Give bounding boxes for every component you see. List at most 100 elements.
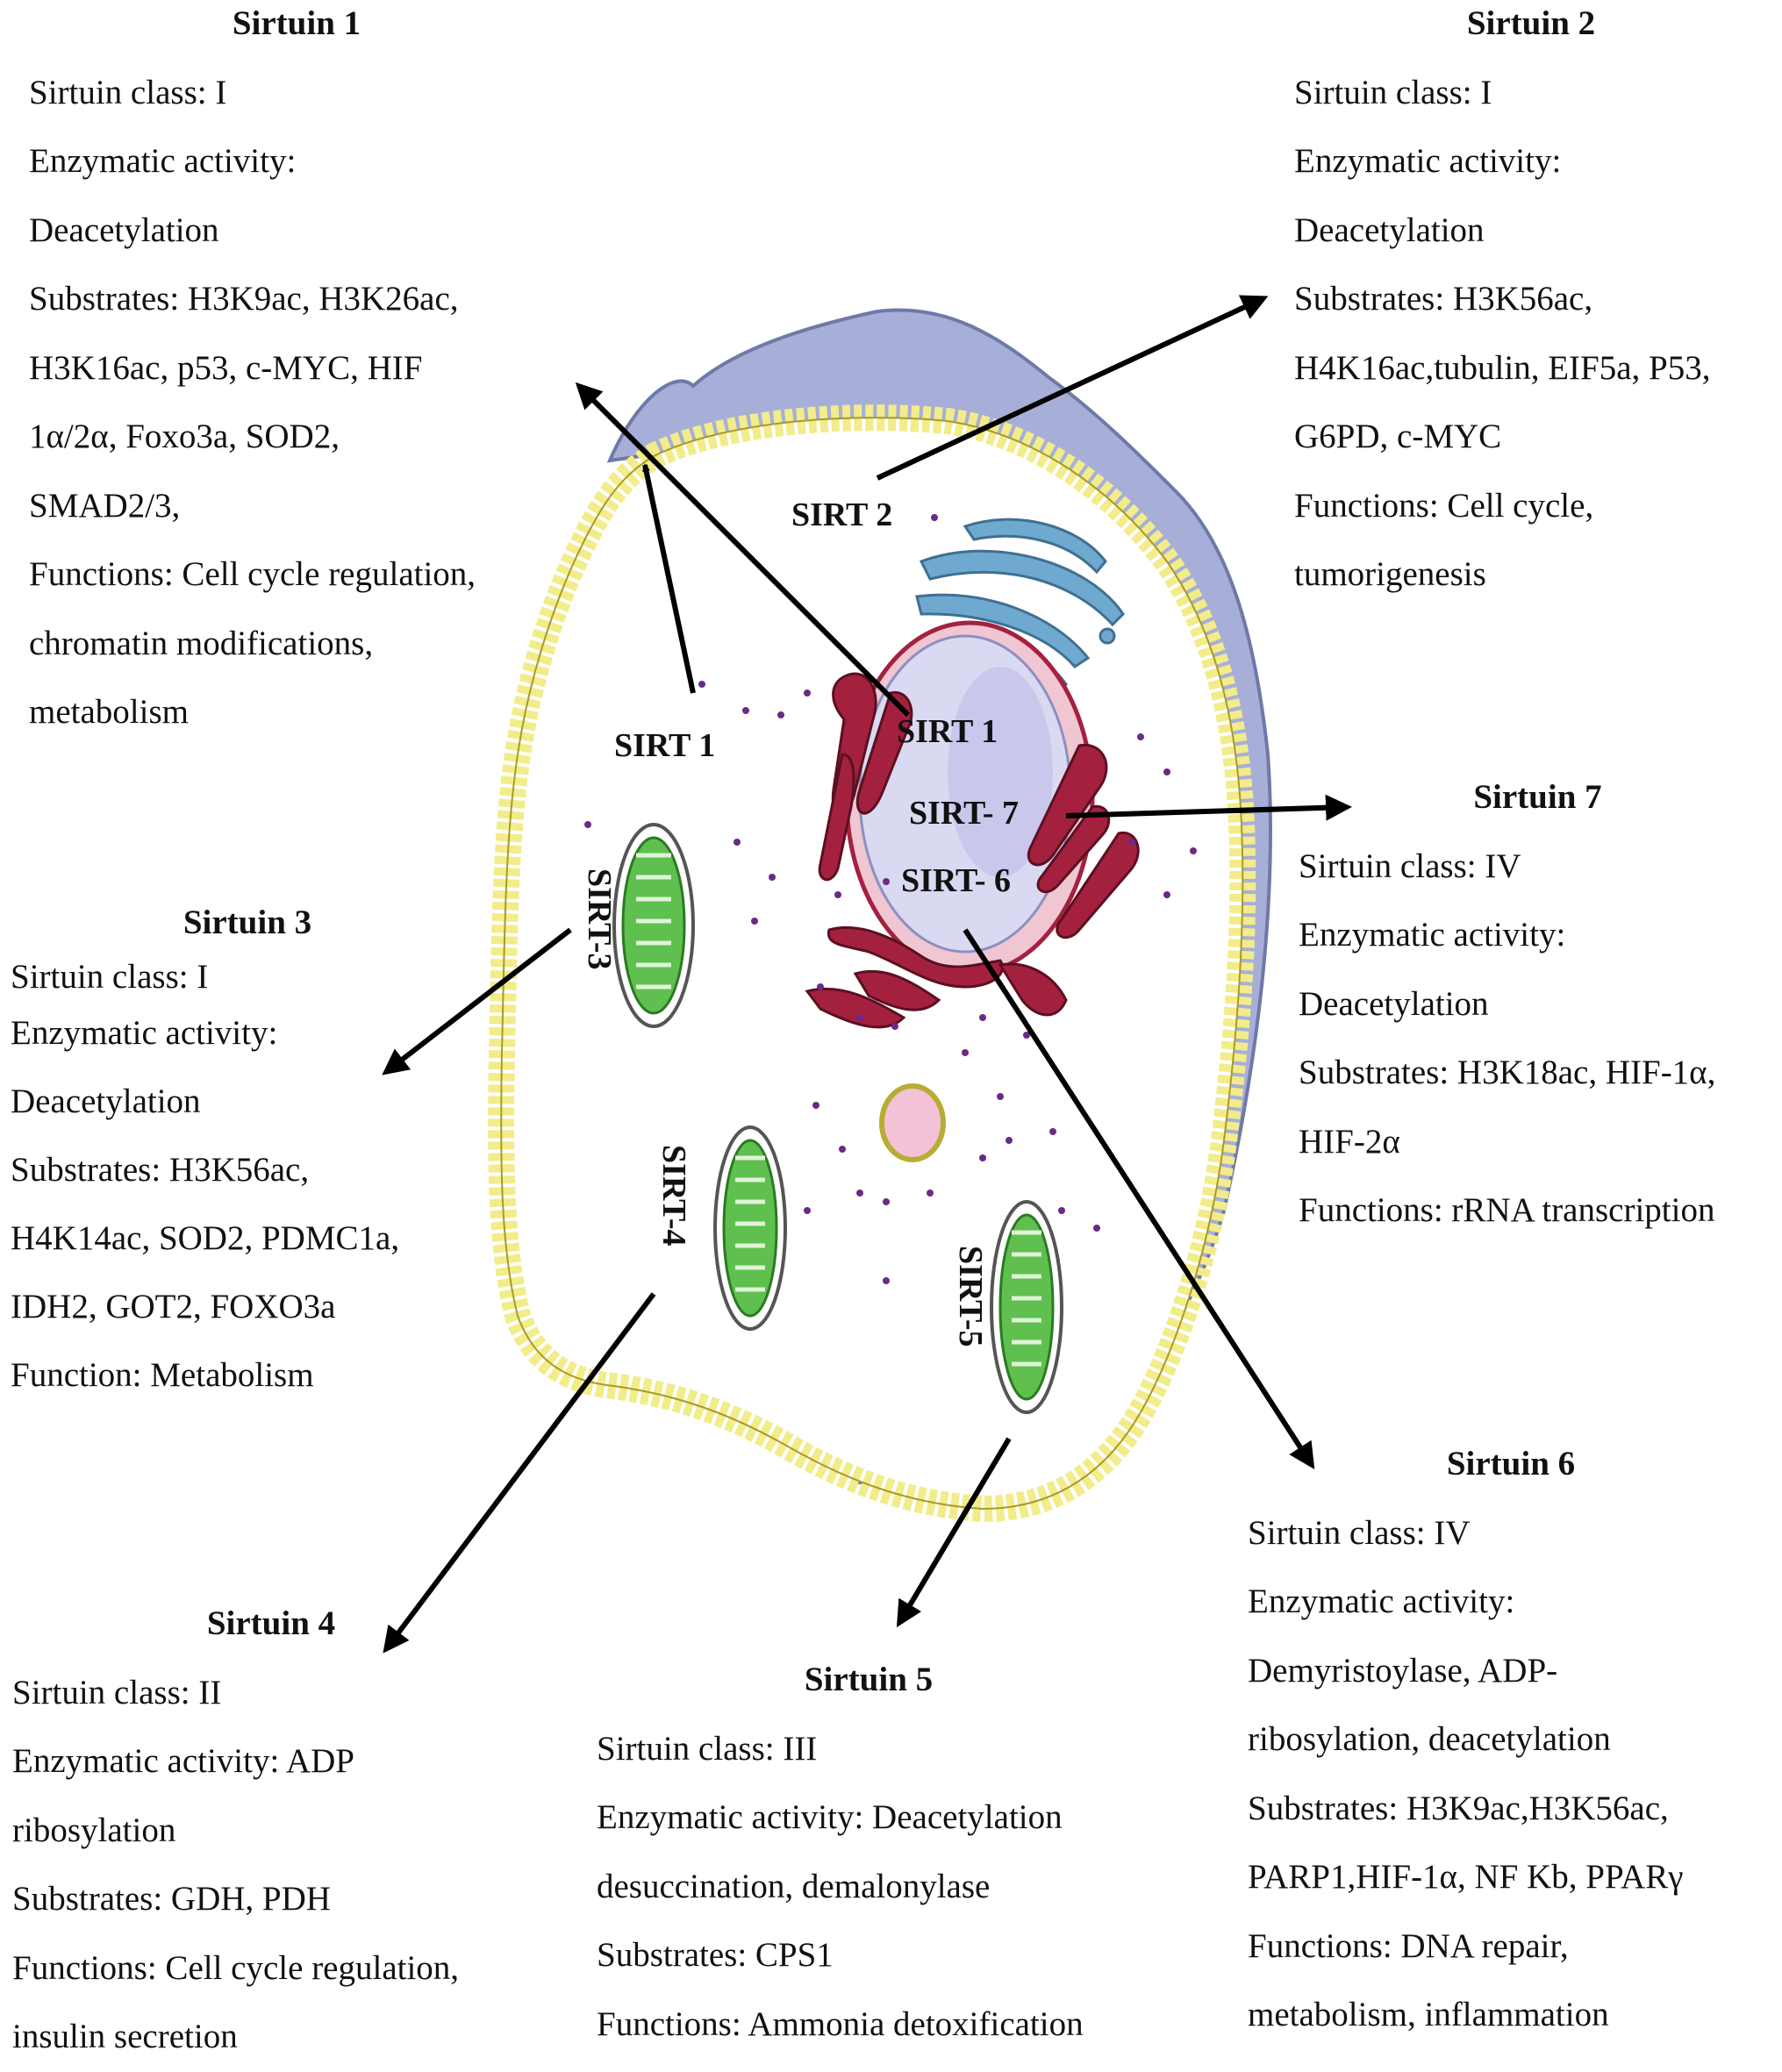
block-line: Sirtuin class: I — [29, 73, 227, 111]
block-line: desuccination, demalonylase — [597, 1867, 991, 1905]
block-line: Enzymatic activity: — [29, 142, 297, 180]
ribosome-dot — [927, 1190, 934, 1197]
arrow-sirt6 — [963, 928, 1315, 1470]
block-line: Sirtuin class: II — [12, 1673, 222, 1711]
block-line: G6PD, c-MYC — [1294, 418, 1502, 455]
block-title: Sirtuin 5 — [804, 1661, 934, 1698]
block-line: Substrates: H3K18ac, HIF-1α, — [1299, 1054, 1716, 1091]
block-line: Sirtuin class: III — [597, 1729, 818, 1768]
ribosome-dot — [1006, 1137, 1013, 1144]
block-line: Deacetylation — [1299, 984, 1489, 1023]
block-line: Enzymatic activity: ADP — [12, 1742, 354, 1780]
label-sirt1-nucleus: SIRT 1 — [897, 713, 998, 750]
ribosome-dot — [839, 1146, 846, 1153]
arrow-sirt7 — [1065, 794, 1352, 821]
arrow-sirt1-nuc — [575, 382, 911, 718]
block-title: Sirtuin 4 — [206, 1604, 336, 1642]
block-title: Sirtuin 6 — [1446, 1445, 1576, 1483]
ribosome-dot — [856, 1190, 863, 1197]
ribosome-dot — [1190, 847, 1197, 854]
ribosome-dot — [742, 707, 749, 714]
block-line: H4K16ac,tubulin, EIF5a, P53, — [1294, 348, 1711, 387]
label-sirt3: SIRT-3 — [581, 868, 618, 970]
ribosome-dot — [1128, 839, 1135, 846]
block-line: Sirtuin class: I — [1294, 73, 1492, 111]
block-line: Substrates: H3K56ac, — [1294, 280, 1593, 318]
ribosome-dot — [817, 983, 824, 990]
block-line: 1α/2α, Foxo3a, SOD2, — [29, 418, 340, 455]
ribosome-dot — [698, 681, 705, 688]
ribosome-dot — [751, 918, 758, 925]
block-line: tumorigenesis — [1294, 555, 1486, 593]
block-line: Enzymatic activity: — [11, 1014, 278, 1052]
ribosome-dot — [891, 1023, 898, 1030]
block-line: metabolism — [29, 693, 189, 731]
block-line: Substrates: H3K9ac,H3K56ac, — [1248, 1789, 1669, 1827]
endoplasmic-reticulum-icon — [805, 672, 1140, 1029]
info-block-sirtuin-5: Sirtuin 5 Sirtuin class: III Enzymatic a… — [597, 1646, 1167, 2059]
ribosome-dot — [962, 1049, 969, 1056]
label-sirt4: SIRT-4 — [655, 1145, 692, 1247]
ribosome-dot — [1093, 1225, 1100, 1232]
info-block-sirtuin-7: Sirtuin 7 Sirtuin class: IV Enzymatic ac… — [1299, 763, 1777, 1246]
arrow-sirt3 — [382, 927, 572, 1075]
block-line: Deacetylation — [29, 211, 219, 249]
block-line: Deacetylation — [11, 1082, 201, 1120]
ribosome-dot — [1049, 1128, 1056, 1135]
block-title: Sirtuin 1 — [232, 4, 361, 42]
block-line: Functions: Cell cycle regulation, — [29, 555, 476, 593]
arrow-sirt2 — [876, 295, 1269, 481]
info-block-sirtuin-2: Sirtuin 2 Sirtuin class: I Enzymatic act… — [1294, 0, 1768, 610]
block-line: ribosylation — [12, 1811, 176, 1849]
block-line: ribosylation, deacetylation — [1248, 1720, 1611, 1758]
membrane-inner-line — [500, 417, 1244, 1511]
block-line: PARP1,HIF-1α, NF Kb, PPARγ — [1248, 1858, 1684, 1896]
ribosome-dot — [1163, 891, 1170, 898]
block-line: Sirtuin class: I — [11, 958, 209, 996]
ribosome-dot — [1137, 733, 1144, 740]
block-line: IDH2, GOT2, FOXO3a — [11, 1288, 336, 1325]
ribosome-dot — [856, 1014, 863, 1021]
mitochondrion-icon — [990, 1200, 1063, 1414]
info-block-sirtuin-1: Sirtuin 1 Sirtuin class: I Enzymatic act… — [29, 0, 564, 747]
block-line: SMAD2/3, — [29, 486, 181, 525]
ribosome-dot — [584, 821, 591, 828]
block-line: Sirtuin class: IV — [1248, 1513, 1471, 1552]
ribosome-dot — [883, 1198, 890, 1205]
block-line: Enzymatic activity: Deacetylation — [597, 1798, 1063, 1836]
label-sirt2: SIRT 2 — [791, 497, 893, 533]
block-title: Sirtuin 2 — [1466, 4, 1596, 42]
ribosome-dot — [834, 891, 841, 898]
ribosome-dot — [804, 689, 811, 697]
ribosome-dots — [584, 514, 1197, 1284]
arrow-sirt5 — [896, 1437, 1012, 1628]
block-line: Functions: rRNA transcription — [1299, 1191, 1715, 1229]
block-line: Deacetylation — [1294, 211, 1485, 249]
block-line: Enzymatic activity: — [1299, 916, 1566, 954]
block-line: Functions: Ammonia detoxification — [597, 2004, 1084, 2043]
block-line: Functions: Cell cycle regulation, — [12, 1948, 460, 1987]
block-line: Function: Metabolism — [11, 1356, 314, 1394]
block-line: Functions: DNA repair, — [1248, 1926, 1569, 1965]
block-line: Demyristoylase, ADP- — [1248, 1651, 1558, 1690]
block-line: HIF-2α — [1299, 1122, 1400, 1161]
info-block-sirtuin-3: Sirtuin 3 Sirtuin class: I Enzymatic act… — [11, 890, 484, 1410]
arrows — [382, 295, 1352, 1654]
info-block-sirtuin-6: Sirtuin 6 Sirtuin class: IV Enzymatic ac… — [1248, 1430, 1774, 2050]
ribosome-dot — [812, 1102, 819, 1109]
arrow-sirt4 — [383, 1292, 656, 1654]
mitochondrion-icon — [612, 823, 695, 1028]
ribosome-dot — [883, 878, 890, 885]
ribosome-dot — [777, 711, 784, 718]
label-sirt5: SIRT-5 — [952, 1246, 989, 1347]
block-line: chromatin modifications, — [29, 624, 374, 662]
label-sirt6: SIRT- 6 — [901, 862, 1012, 899]
ribosome-dot — [979, 1014, 986, 1021]
ribosome-dot — [769, 874, 776, 881]
label-sirt7: SIRT- 7 — [909, 795, 1020, 832]
block-title: Sirtuin 7 — [1473, 778, 1602, 816]
ribosome-dot — [883, 1277, 890, 1284]
block-line: H3K16ac, p53, c-MYC, HIF — [29, 348, 423, 387]
arrow-sirt1-cyto — [642, 463, 696, 694]
